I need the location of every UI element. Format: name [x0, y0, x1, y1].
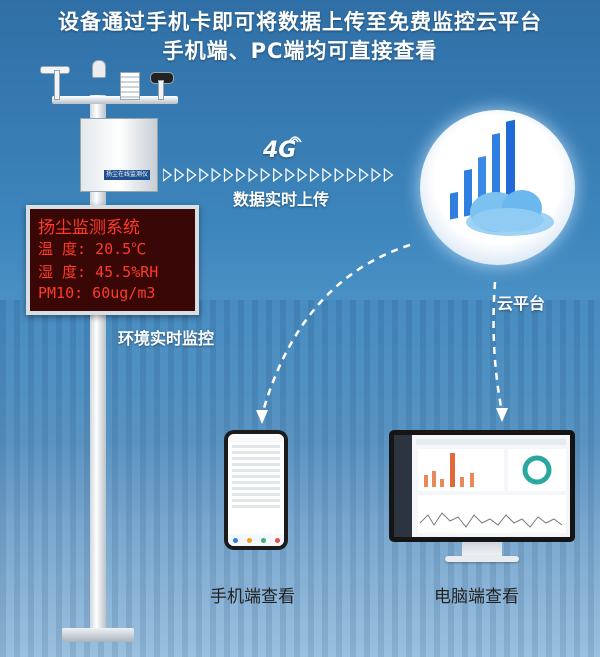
cloud-platform-icon [450, 119, 554, 236]
phone-list-row [232, 505, 280, 508]
monitor-screen [394, 435, 570, 537]
phone-list-row [232, 451, 280, 454]
lightning-rod-icon [92, 60, 106, 78]
cloud-label: 云平台 [497, 294, 546, 313]
upload-arrow-icon [163, 168, 173, 182]
signal-4g-icon [288, 136, 302, 143]
phone-list-row [232, 487, 280, 490]
phone-list-row [232, 475, 280, 478]
upload-arrow-icon [285, 168, 296, 182]
led-display-board: 扬尘监测系统 温 度: 20.5℃ 湿 度: 45.5%RH PM10: 60u… [26, 205, 199, 315]
upload-label: 数据实时上传 [233, 190, 330, 209]
upload-arrow-icon [297, 168, 308, 182]
tab-icon [246, 537, 252, 543]
dashboard-graphics [416, 439, 566, 533]
phone-list-row [232, 445, 280, 448]
monitor-sidebar [394, 435, 412, 537]
phone-list-row [232, 499, 280, 502]
louvered-sensor-icon [120, 72, 140, 100]
upload-arrow-icon [199, 168, 209, 182]
upload-arrow-icon [346, 168, 357, 182]
upload-arrow-icon [174, 168, 185, 182]
upload-arrows [163, 168, 394, 182]
led-pm10: PM10: 60ug/m3 [38, 284, 156, 302]
led-humidity: 湿 度: 45.5%RH [38, 263, 159, 281]
phone-icon [224, 430, 288, 550]
phone-screen [228, 434, 284, 546]
upload-arrow-icon [359, 168, 369, 182]
headline-line-1: 设备通过手机卡即可将数据上传至免费监控云平台 [58, 10, 542, 34]
env-monitor-label: 环境实时监控 [118, 329, 215, 348]
led-title: 扬尘监测系统 [38, 218, 140, 238]
phone-header [228, 434, 284, 442]
phone-list-row [232, 463, 280, 466]
phone-list-row [232, 457, 280, 460]
device-box-label: 扬尘在线监测仪 [104, 170, 150, 180]
network-badge: 4G [263, 138, 297, 163]
anemometer-post [158, 80, 164, 100]
upload-arrow-icon [383, 168, 394, 182]
phone-tab-bar [228, 534, 284, 546]
station-pole-base [62, 628, 134, 642]
upload-arrow-icon [334, 168, 345, 182]
tab-icon [232, 537, 238, 543]
upload-arrow-icon [273, 168, 283, 182]
wind-vane-post [54, 70, 60, 100]
headline-line-2: 手机端、PC端均可直接查看 [162, 39, 438, 63]
upload-arrow-icon [211, 168, 222, 182]
phone-list-row [232, 469, 280, 472]
upload-arrow-icon [248, 168, 259, 182]
tab-icon [260, 537, 266, 543]
upload-arrow-icon [186, 168, 197, 182]
monitor-stand [462, 542, 502, 558]
mobile-label: 手机端查看 [210, 587, 295, 607]
upload-arrow-icon [371, 168, 382, 182]
upload-arrow-icon [260, 168, 271, 182]
monitor-icon [389, 430, 575, 542]
upload-arrow-icon [322, 168, 332, 182]
device-control-box [80, 118, 158, 192]
cloud-platform-badge [420, 110, 575, 265]
upload-arrow-icon [223, 168, 234, 182]
phone-list-row [232, 481, 280, 484]
pc-label: 电脑端查看 [434, 587, 519, 607]
monitor-foot [445, 556, 519, 562]
tab-icon [274, 537, 280, 543]
led-temperature: 温 度: 20.5℃ [38, 240, 147, 258]
station-crossarm [52, 96, 178, 104]
phone-list-row [232, 493, 280, 496]
upload-arrow-icon [236, 168, 246, 182]
upload-arrow-icon [309, 168, 320, 182]
